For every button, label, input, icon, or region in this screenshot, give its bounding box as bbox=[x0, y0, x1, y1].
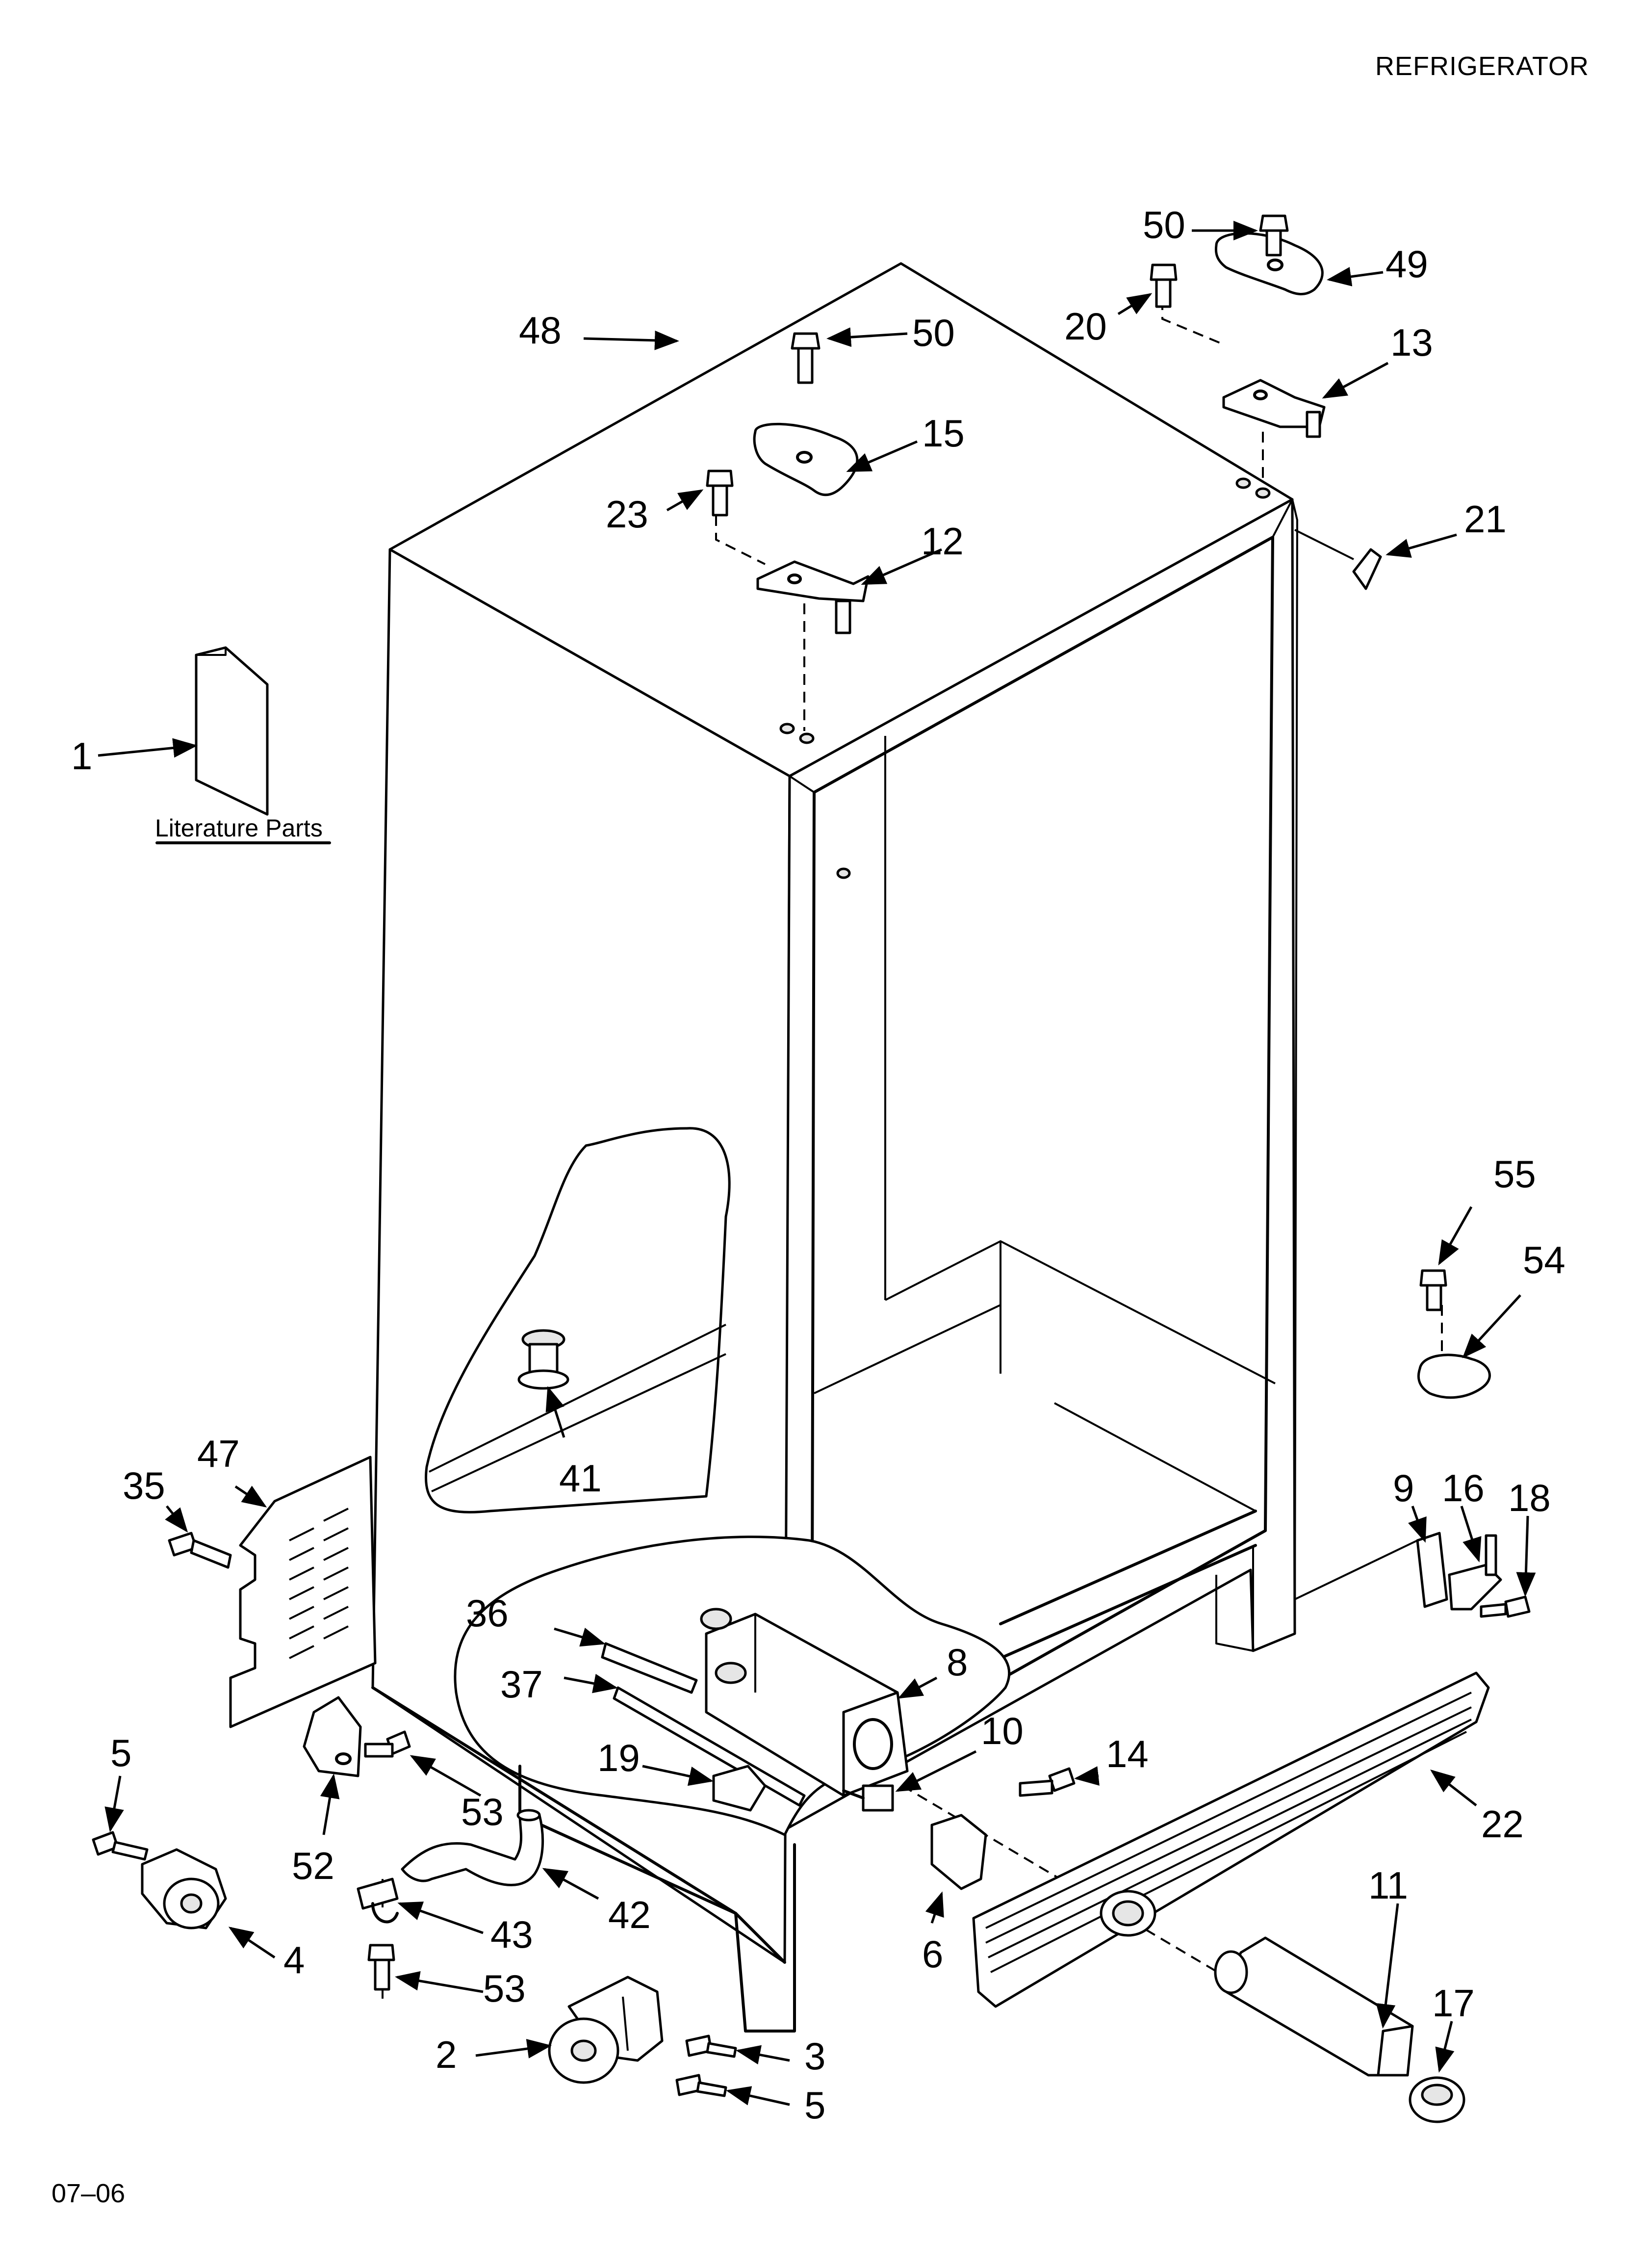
callout-10: 10 bbox=[981, 1709, 1024, 1752]
callout-43: 43 bbox=[490, 1913, 533, 1956]
screw-part-50-left bbox=[791, 332, 821, 384]
cabinet-drawing bbox=[371, 262, 1298, 1964]
callout-19: 19 bbox=[597, 1736, 640, 1779]
callout-35: 35 bbox=[123, 1464, 165, 1507]
callout-8: 8 bbox=[947, 1641, 968, 1684]
callout-1: 1 bbox=[71, 734, 92, 778]
revision-date: 07–06 bbox=[51, 2179, 126, 2208]
callout-23: 23 bbox=[606, 493, 648, 536]
tube-part-36 bbox=[601, 1642, 698, 1694]
hinge-cover-part-49 bbox=[1214, 232, 1324, 295]
callout-17: 17 bbox=[1432, 1981, 1475, 2025]
callout-13: 13 bbox=[1390, 321, 1433, 364]
callout-53-lower: 53 bbox=[483, 1967, 526, 2010]
callout-15: 15 bbox=[922, 412, 965, 455]
hinge-hole bbox=[779, 723, 795, 734]
bracket-part-6 bbox=[930, 1814, 987, 1890]
callout-11: 11 bbox=[1368, 1864, 1408, 1907]
callout-52: 52 bbox=[292, 1844, 334, 1887]
callout-20: 20 bbox=[1064, 305, 1107, 348]
callout-2: 2 bbox=[436, 2033, 457, 2076]
callout-50-right: 50 bbox=[1143, 203, 1185, 246]
callout-12: 12 bbox=[921, 520, 964, 563]
callout-54: 54 bbox=[1523, 1238, 1565, 1281]
base-grille-part-22 bbox=[972, 1671, 1490, 2008]
callout-55: 55 bbox=[1493, 1152, 1536, 1196]
callout-49: 49 bbox=[1385, 242, 1428, 286]
screw-part-53-lower bbox=[367, 1944, 395, 1991]
screw-part-14 bbox=[1019, 1767, 1076, 1797]
water-tube-part-42 bbox=[401, 1814, 544, 1886]
literature-parts-label: Literature Parts bbox=[155, 814, 323, 842]
callout-42: 42 bbox=[608, 1893, 651, 1936]
callout-37: 37 bbox=[500, 1663, 543, 1706]
callout-18: 18 bbox=[1508, 1476, 1551, 1519]
block-part-19 bbox=[712, 1765, 767, 1812]
screw-part-53-upper bbox=[364, 1730, 411, 1758]
screw-part-10 bbox=[842, 1784, 894, 1812]
roller-part-4 bbox=[141, 1848, 227, 1929]
filter-cartridge-part-11 bbox=[1214, 1936, 1414, 2077]
callout-3: 3 bbox=[804, 2034, 825, 2078]
screw-part-23 bbox=[706, 469, 734, 517]
door-stop-part-54 bbox=[1417, 1354, 1491, 1399]
callout-36: 36 bbox=[466, 1591, 509, 1635]
callout-5-right: 5 bbox=[804, 2084, 825, 2127]
bracket-part-9 bbox=[1416, 1532, 1448, 1608]
hinge-cover-part-15 bbox=[753, 422, 859, 496]
leveler-part-5-left bbox=[92, 1831, 149, 1861]
callout-9: 9 bbox=[1393, 1466, 1414, 1510]
clip-part-21 bbox=[1352, 548, 1382, 590]
cabinet-opening bbox=[810, 536, 1274, 1787]
hinge-part-13 bbox=[1222, 379, 1326, 438]
callout-22: 22 bbox=[1481, 1802, 1524, 1846]
grille-part-47 bbox=[229, 1456, 377, 1728]
literature-part-1 bbox=[155, 646, 331, 844]
screw-part-50-right bbox=[1259, 214, 1289, 257]
screw-part-3 bbox=[685, 2034, 737, 2058]
callout-47: 47 bbox=[197, 1432, 240, 1475]
clamp-part-43 bbox=[357, 1877, 399, 1924]
leader-arrows bbox=[98, 221, 1536, 2106]
screw-part-35 bbox=[168, 1532, 232, 1569]
hinge-pin-part-16 bbox=[1448, 1534, 1502, 1611]
hinge-hole bbox=[1255, 487, 1271, 499]
screw-part-5-right bbox=[675, 2074, 727, 2097]
screw-part-55 bbox=[1419, 1269, 1447, 1311]
callout-50-left: 50 bbox=[912, 311, 955, 354]
callout-14: 14 bbox=[1106, 1732, 1149, 1775]
callout-5-left: 5 bbox=[110, 1731, 131, 1774]
callout-16: 16 bbox=[1442, 1466, 1485, 1510]
grommet-part-41 bbox=[517, 1329, 569, 1390]
callout-41: 41 bbox=[559, 1457, 602, 1500]
callout-6: 6 bbox=[922, 1932, 943, 1976]
hinge-part-12 bbox=[756, 560, 870, 634]
page-title: REFRIGERATOR bbox=[1375, 52, 1589, 81]
screw-part-20 bbox=[1150, 263, 1178, 308]
screw-part-18 bbox=[1480, 1595, 1531, 1618]
filter-cap-part-17 bbox=[1409, 2076, 1465, 2123]
hinge-hole bbox=[799, 732, 815, 744]
callout-21: 21 bbox=[1464, 497, 1507, 541]
callout-48: 48 bbox=[519, 309, 562, 352]
cutaway-section-upper bbox=[425, 1127, 731, 1513]
callout-4: 4 bbox=[283, 1938, 305, 1981]
hinge-hole bbox=[1235, 477, 1251, 489]
callout-53-upper: 53 bbox=[461, 1790, 504, 1833]
roller-part-2 bbox=[548, 1976, 664, 2084]
callout-labels: 1 2 3 4 5 5 6 8 9 10 11 12 13 14 15 16 1… bbox=[71, 203, 1565, 2127]
filter-housing-part-8 bbox=[700, 1608, 909, 1797]
bracket-part-52 bbox=[303, 1696, 362, 1777]
